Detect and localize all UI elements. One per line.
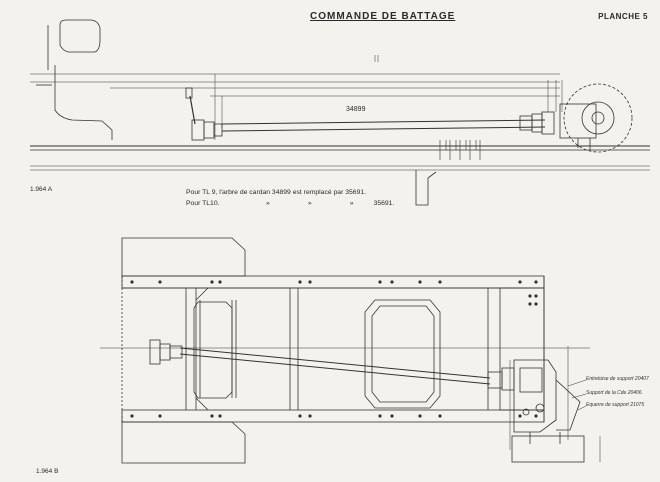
note-line-2: Pour TL10. » » » 35691. bbox=[186, 198, 394, 209]
view-ref-bottom: 1.964 B bbox=[36, 468, 59, 475]
note-line-2-model: Pour TL10. bbox=[186, 200, 220, 207]
base-block bbox=[511, 435, 585, 463]
right-coupling bbox=[519, 115, 533, 131]
side-elevation-view bbox=[30, 19, 650, 206]
callout-support: Support de la Cde 20406 bbox=[586, 390, 642, 396]
support-leg bbox=[415, 170, 437, 206]
bolt-holes bbox=[130, 280, 538, 418]
ditto-mark-2: » bbox=[307, 200, 312, 207]
plan-view bbox=[100, 237, 601, 464]
page-title: COMMANDE DE BATTAGE bbox=[310, 11, 456, 22]
front-plate bbox=[121, 237, 246, 277]
callout-bracket: Equerre de support 21075 bbox=[586, 402, 645, 408]
substitution-note: Pour TL 9, l'arbre de cardan 34899 est r… bbox=[186, 187, 394, 209]
cardan-shaft-plan bbox=[179, 347, 491, 379]
note-line-2-value: 35691. bbox=[373, 200, 395, 207]
gearbox bbox=[513, 359, 557, 433]
ditto-mark-3: » bbox=[349, 200, 354, 207]
part-number-label: 34899 bbox=[346, 106, 366, 113]
cab-pillar bbox=[54, 65, 113, 140]
plate-number: PLANCHE 5 bbox=[598, 12, 648, 21]
cab-outline bbox=[59, 19, 101, 53]
note-line-1: Pour TL 9, l'arbre de cardan 34899 est r… bbox=[186, 187, 394, 198]
view-ref-top: 1.964 A bbox=[30, 186, 53, 193]
chassis-frame bbox=[121, 275, 545, 289]
note-line-1-text: l'arbre de cardan 34899 est remplacé par… bbox=[219, 189, 367, 196]
winch-drum bbox=[563, 83, 633, 153]
left-coupling bbox=[191, 119, 205, 141]
center-panel bbox=[364, 299, 441, 409]
cardan-shaft bbox=[221, 119, 546, 125]
rear-plate bbox=[121, 421, 246, 464]
ditto-mark-1: » bbox=[266, 200, 270, 207]
callout-spacer: Entretoise de support 20407 bbox=[586, 376, 649, 382]
control-lever bbox=[189, 95, 196, 125]
note-line-1-model: Pour TL 9, bbox=[186, 189, 218, 196]
